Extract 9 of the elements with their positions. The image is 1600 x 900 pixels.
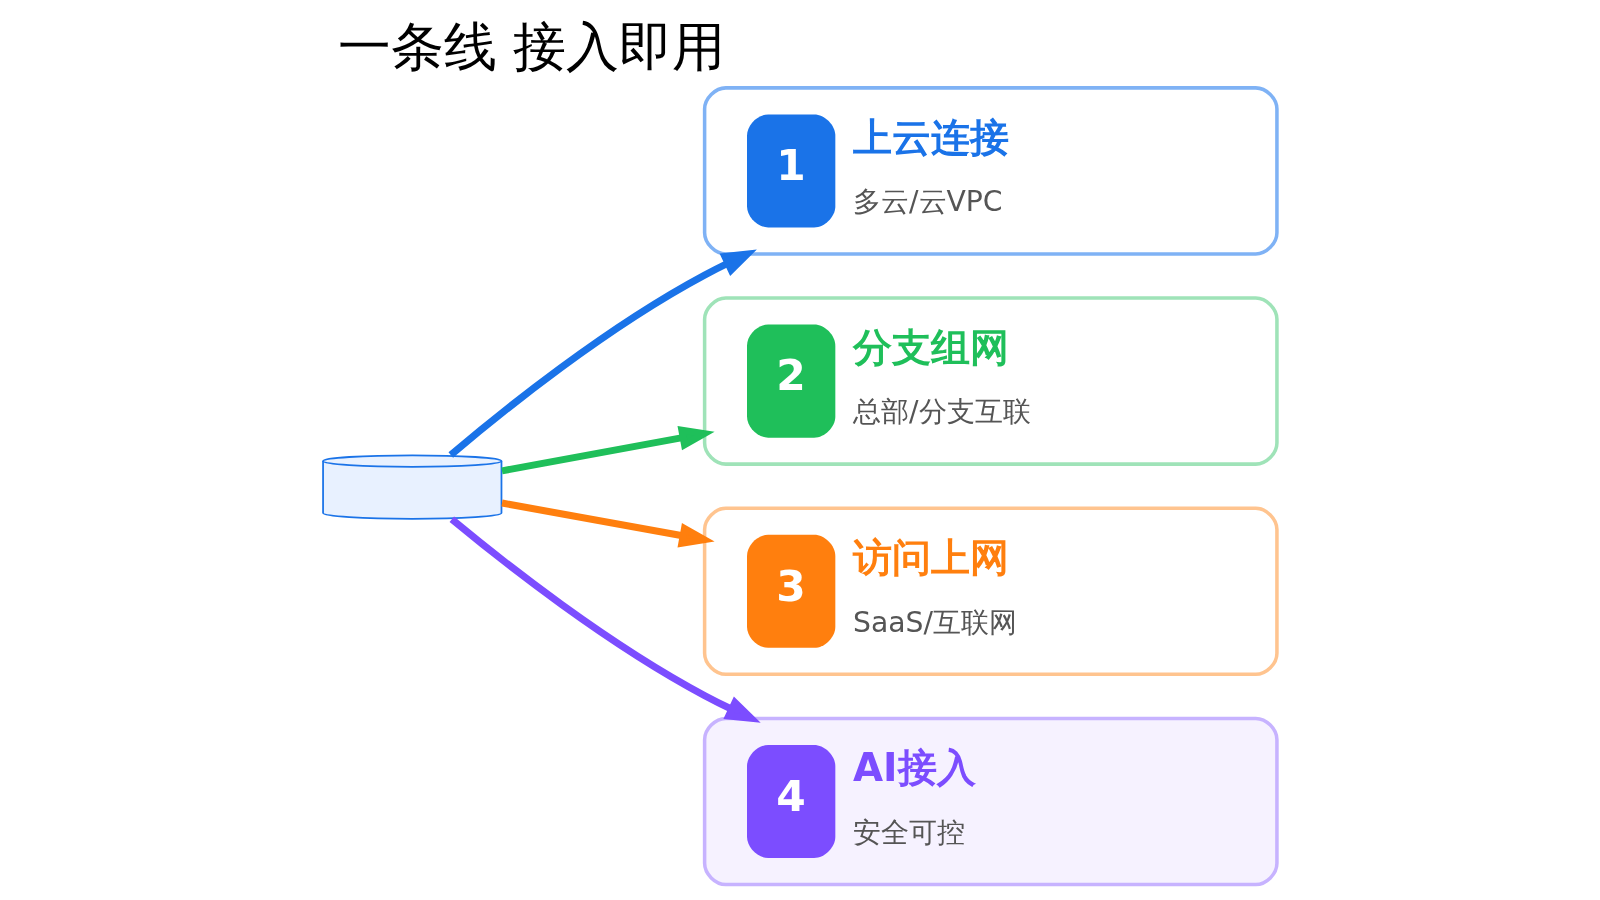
- diagram-title: 一条线 接入即用: [337, 15, 726, 77]
- arrow: [449, 516, 761, 723]
- node-box: 4 AI接入 安全可控: [702, 716, 1279, 887]
- node-box: 3 访问上网 SaaS/互联网: [702, 506, 1279, 677]
- arrow: [501, 499, 715, 548]
- node-box: 1 上云连接 多云/云VPC: [702, 86, 1279, 256]
- arrow: [501, 425, 715, 475]
- arrow: [448, 249, 757, 458]
- node-box: 2 分支组网 总部/分支互联: [702, 296, 1279, 466]
